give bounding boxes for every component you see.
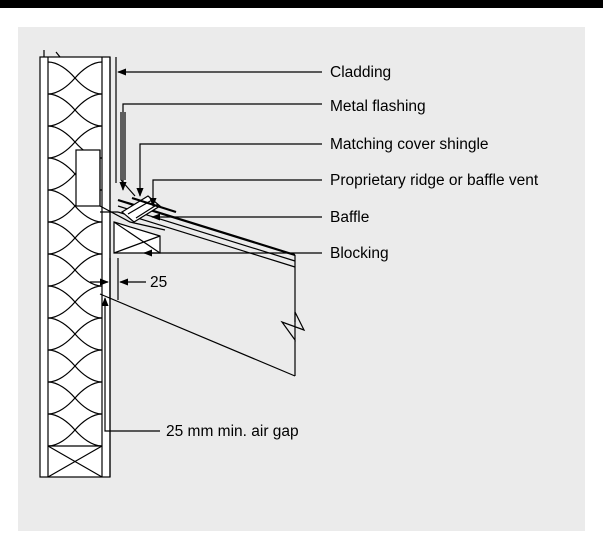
roof-sheathing-top xyxy=(117,205,296,262)
batt-insulation xyxy=(47,61,103,447)
rafter-breakline xyxy=(280,311,306,342)
label-leaders xyxy=(101,68,322,432)
leader-cover-shingle xyxy=(136,143,322,197)
labels: Cladding Metal flashing Matching cover s… xyxy=(150,64,539,440)
ridge-vent-assembly xyxy=(120,195,177,223)
roof-blocking xyxy=(113,221,161,254)
label-proprietary-vent: Proprietary ridge or baffle vent xyxy=(330,172,539,189)
bottom-plate-cross xyxy=(47,445,103,478)
cladding-assembly xyxy=(109,57,117,477)
leader-metal-flashing xyxy=(119,103,322,191)
dimension-25 xyxy=(90,258,146,300)
rafter-bottom xyxy=(99,293,296,377)
roof-assembly xyxy=(99,198,306,377)
label-blocking: Blocking xyxy=(330,245,389,262)
label-cladding: Cladding xyxy=(330,64,391,81)
label-baffle: Baffle xyxy=(330,209,369,226)
label-air-gap: 25 mm min. air gap xyxy=(166,423,299,440)
wall-top-breakline xyxy=(43,50,61,58)
label-dimension-25: 25 xyxy=(150,274,167,291)
baffle xyxy=(99,205,166,231)
roof-blocking-cross xyxy=(113,221,161,254)
roof-sheathing-bottom xyxy=(117,211,296,268)
diagram-panel xyxy=(18,27,585,531)
top-rule xyxy=(0,0,603,8)
wall-blocking-block xyxy=(75,149,101,207)
wall-assembly xyxy=(39,50,111,478)
label-metal-flashing: Metal flashing xyxy=(330,98,426,115)
leader-air-gap xyxy=(101,297,160,432)
batt-insulation-right xyxy=(47,61,103,447)
wall-blocking xyxy=(75,149,101,207)
leader-proprietary-vent xyxy=(149,179,322,207)
label-matching-cover-shingle: Matching cover shingle xyxy=(330,136,489,153)
insulated-wall xyxy=(39,56,111,478)
